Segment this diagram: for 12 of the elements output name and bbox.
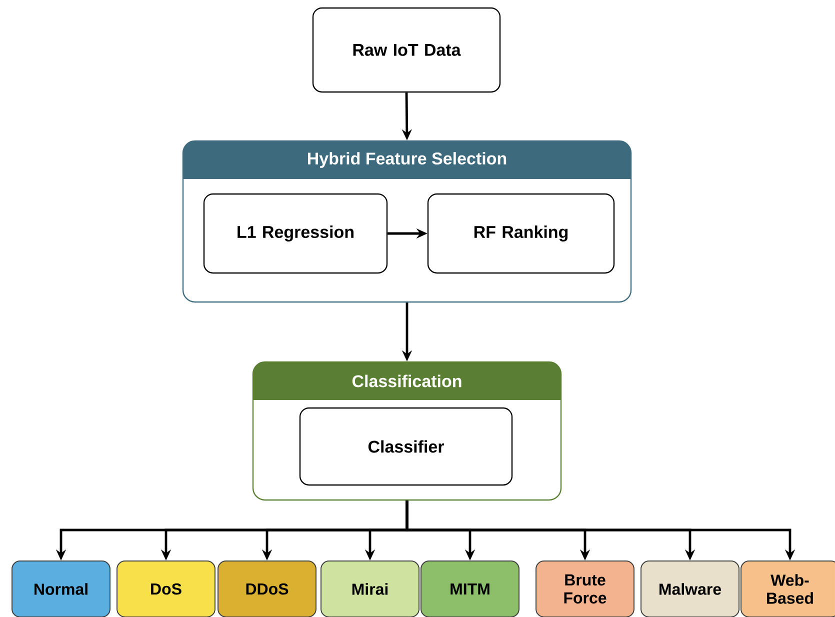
process-box: L1 Regression	[203, 193, 388, 274]
class-box: MITM	[420, 560, 520, 617]
process-box: RF Ranking	[427, 193, 615, 274]
class-box: Malware	[640, 560, 740, 617]
process-box: Classifier	[299, 407, 513, 486]
class-box: Normal	[12, 560, 110, 617]
class-box: Web-Based	[740, 560, 835, 617]
class-box: DDoS	[218, 560, 316, 617]
class-box: Brute Force	[536, 560, 634, 617]
class-box: Mirai	[320, 560, 420, 617]
class-box: DoS	[116, 560, 216, 617]
process-box: Raw IoT Data	[312, 7, 501, 93]
